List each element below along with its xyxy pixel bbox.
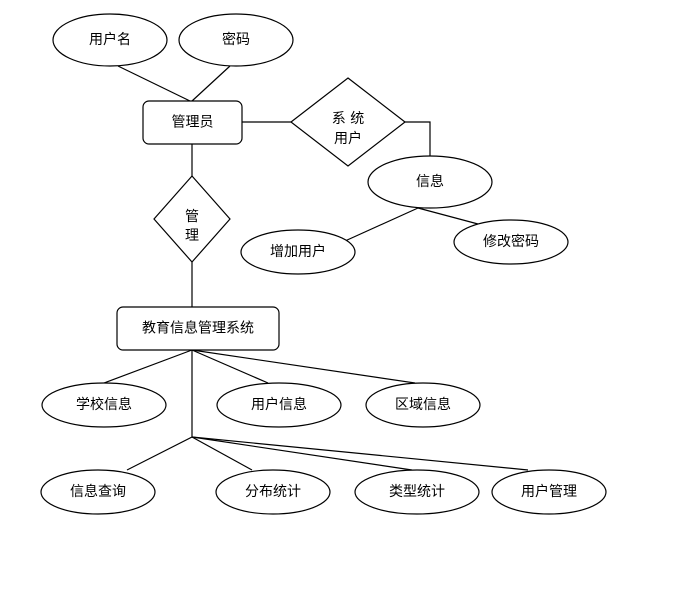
diamond-text-sysuser: 系 统用户 [332, 111, 364, 147]
edge-password-admin [191, 65, 231, 102]
edge-system-region [191, 349, 416, 384]
label-distrib: 分布统计 [245, 484, 301, 500]
label-school: 学校信息 [76, 396, 132, 413]
label-userinfo: 用户信息 [251, 396, 307, 413]
node-typestat: 类型统计 [354, 469, 480, 515]
edge-info-changepw [417, 207, 479, 225]
ellipse-usermgmt [491, 469, 607, 515]
label-typestat: 类型统计 [389, 484, 445, 500]
node-system: 教育信息管理系统 [116, 306, 280, 351]
rect-system [116, 306, 280, 351]
label-username: 用户名 [89, 31, 131, 48]
label-adduser: 增加用户 [270, 243, 326, 260]
ellipse-school [41, 382, 167, 428]
label-manage-line-2: 理 [185, 228, 199, 244]
label-system: 教育信息管理系统 [142, 320, 254, 337]
edge-sysuser-info [405, 121, 431, 156]
node-manage: 管理 [153, 175, 231, 263]
edge-system-userinfo [191, 349, 269, 384]
label-changepw: 修改密码 [483, 233, 539, 250]
ellipse-password [178, 13, 294, 67]
ellipse-query [40, 469, 156, 515]
node-region: 区域信息 [365, 382, 481, 428]
ellipse-changepw [453, 219, 569, 265]
node-query: 信息查询 [40, 469, 156, 515]
label-admin: 管理员 [172, 115, 214, 131]
node-userinfo: 用户信息 [216, 382, 342, 428]
rect-admin [142, 100, 243, 145]
node-adduser: 增加用户 [240, 229, 356, 275]
label-sysuser-line-2: 用户 [334, 130, 362, 147]
edge-system-distrib [191, 436, 253, 471]
label-usermgmt: 用户管理 [521, 483, 577, 500]
label-manage-line-1: 管 [185, 209, 199, 225]
edge-info-adduser [344, 207, 419, 242]
node-sysuser: 系 统用户 [290, 77, 406, 167]
diamond-sysuser [290, 77, 406, 167]
label-password: 密码 [222, 31, 250, 48]
node-school: 学校信息 [41, 382, 167, 428]
ellipse-adduser [240, 229, 356, 275]
ellipse-distrib [215, 469, 331, 515]
ellipse-region [365, 382, 481, 428]
edge-system-usermgmt [191, 436, 529, 471]
diamond-manage [153, 175, 231, 263]
edge-username-admin [117, 65, 191, 102]
node-distrib: 分布统计 [215, 469, 331, 515]
label-query: 信息查询 [70, 483, 126, 500]
ellipse-info [367, 155, 493, 209]
node-password: 密码 [178, 13, 294, 67]
edge-system-school [103, 349, 193, 384]
node-admin: 管理员 [142, 100, 243, 145]
node-username: 用户名 [52, 13, 168, 67]
label-sysuser-line-1: 系 统 [332, 111, 364, 127]
node-changepw: 修改密码 [453, 219, 569, 265]
ellipse-username [52, 13, 168, 67]
label-info: 信息 [416, 173, 444, 190]
label-region: 区域信息 [395, 396, 451, 413]
node-info: 信息 [367, 155, 493, 209]
node-usermgmt: 用户管理 [491, 469, 607, 515]
ellipse-typestat [354, 469, 480, 515]
ellipse-userinfo [216, 382, 342, 428]
diamond-text-manage: 管理 [185, 209, 199, 244]
edge-system-typestat [191, 436, 413, 471]
